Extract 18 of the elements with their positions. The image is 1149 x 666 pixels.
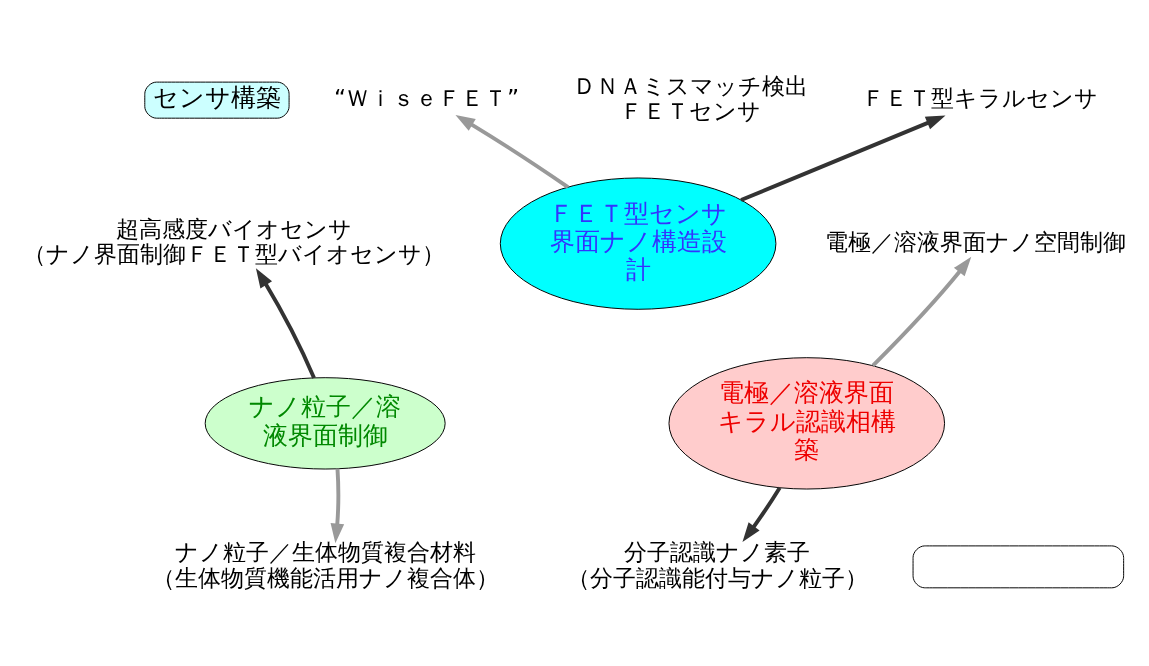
arrow: [740, 115, 946, 202]
arrow: [255, 267, 316, 379]
label: ＤＮＡミスマッチ検出ＦＥＴセンサ: [573, 71, 809, 125]
node-ellipse: ＦＥＴ型センサ界面ナノ構造設計: [499, 177, 777, 310]
arrow: [455, 114, 570, 189]
node-text: “ＷｉｓｅＦＥＴ”: [333, 83, 520, 112]
node-text: ＦＥＴ型キラルセンサ: [862, 83, 1099, 112]
node-ellipse: ナノ粒子／溶液界面制御: [204, 376, 446, 469]
node-ellipse: 電極／溶液界面キラル認識相構築: [668, 356, 946, 489]
node-text: ナノ粒子／生体物質複合材料 （生体物質機能活用ナノ複合体）: [151, 537, 499, 592]
node-box: センサ構築: [144, 81, 290, 119]
node-text: 分子認識ナノ素子 （分子認識能付与ナノ粒子）: [566, 537, 868, 592]
arrow: [330, 468, 345, 543]
node-box: [912, 544, 1125, 588]
arrow: [871, 256, 972, 367]
arrow: [742, 486, 782, 542]
node-text: 電極／溶液界面ナノ空間制御: [824, 227, 1126, 256]
node-text: 超高感度バイオセンサ （ナノ界面制御ＦＥＴ型バイオセンサ）: [23, 214, 446, 268]
